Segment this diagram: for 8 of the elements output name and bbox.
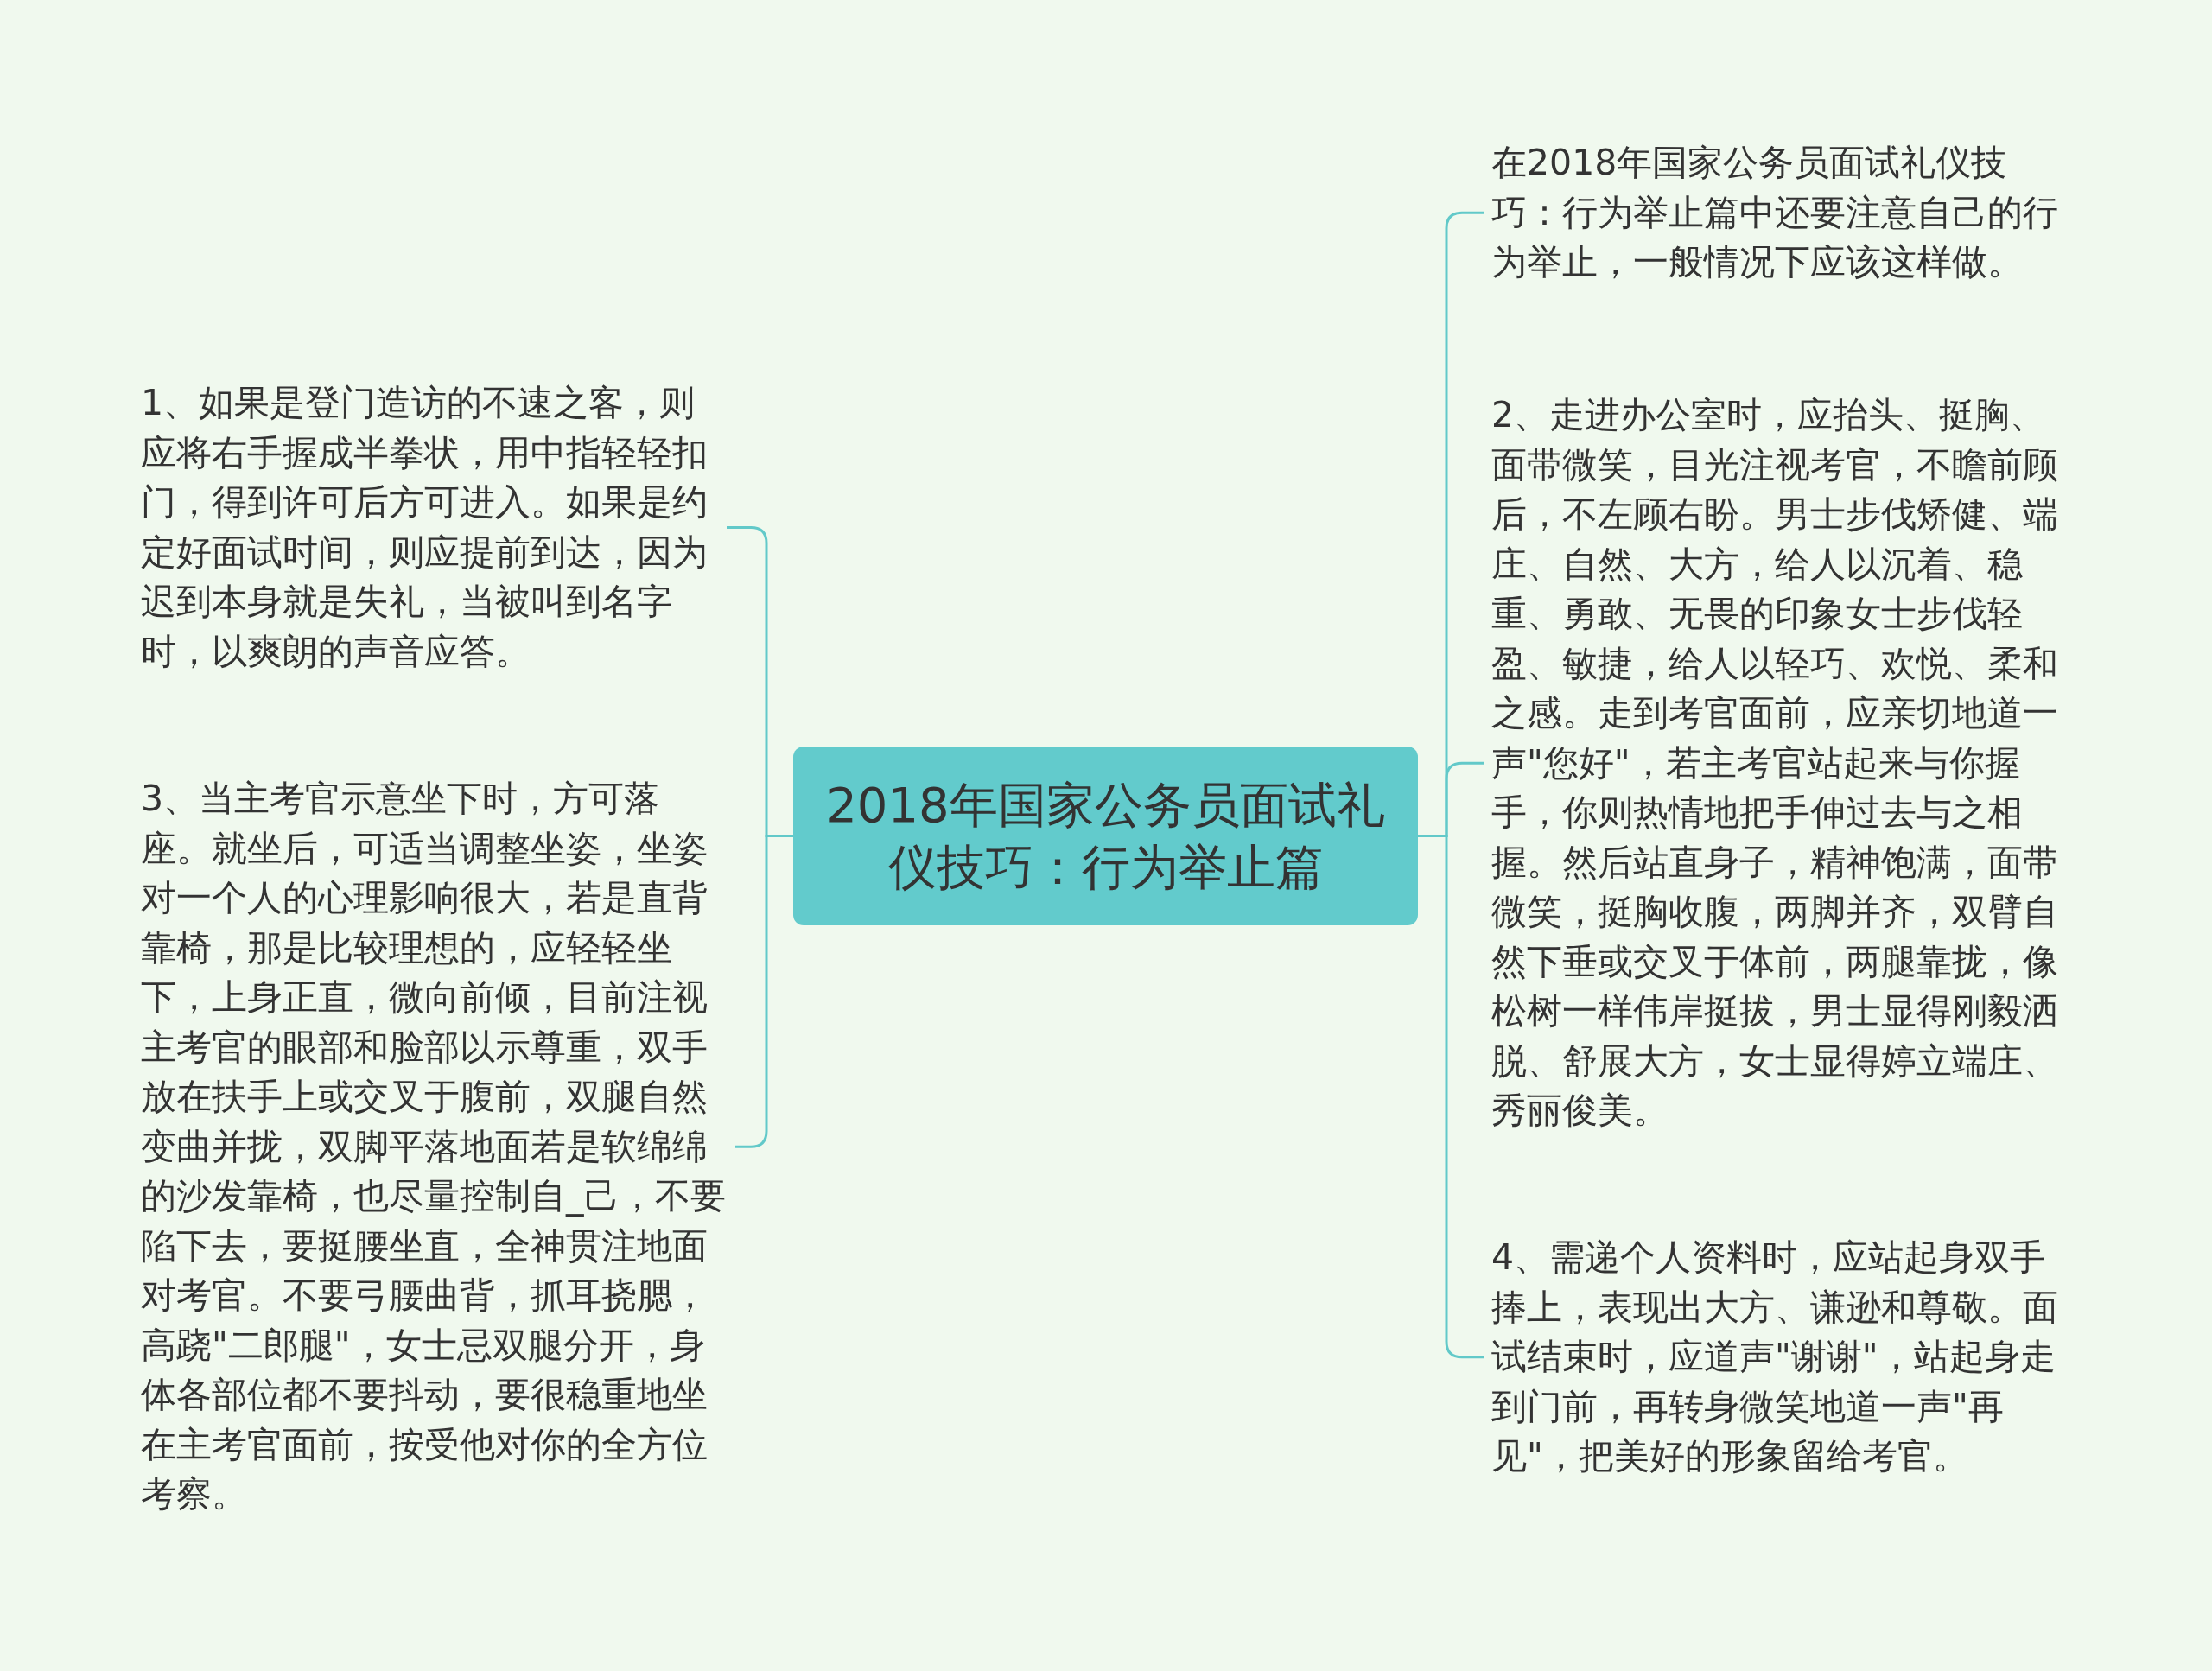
branch-text: 2、走进办公室时，应抬头、挺胸、面带微笑，目光注视考官，不瞻前顾后，不左顾右盼。男士步伐矫健、端庄、自然、大方，给人以沉着、稳重、勇敢、无畏的印象女士步伐轻盈、敏捷，给人以轻巧、欢悦、柔和之感。走到考官面前，应亲切地道一声"您好"，若主考官站起来与你握手，你则热情地把手伸过去与之相握。然后站直身子，精神饱满，面带微笑，挺胸收腹，两脚并齐，双臂自然下垂或交叉于体前，两腿靠拢，像松树一样伟岸挺拔，男士显得刚毅洒脱、舒展大方，女士显得婷立端庄、秀丽俊美。: [1491, 393, 2059, 1133]
branch-text: 4、需递个人资料时，应站起身双手捧上，表现出大方、谦逊和尊敬。面试结束时，应道声"谢谢"，站起身走到门前，再转身微笑地道一声"再见"，把美好的形象留给考官。: [1491, 1236, 2059, 1478]
branch-text: 3、当主考官示意坐下时，方可落座。就坐后，可适当调整坐姿，坐姿对一个人的心理影响很大，若是直背靠椅，那是比较理想的，应轻轻坐下，上身正直，微向前倾，目前注视主考官的眼部和脸部以示尊重，双手放在扶手上或交叉于腹前，双腿自然变曲并拢，双脚平落地面若是软绵绵的沙发靠椅，也尽量控制自_己，不要陷下去，要挺腰坐直，全神贯注地面对考官。不要弓腰曲背，抓耳挠腮，高跷"二郎腿"，女士忌双腿分开，身体各部位都不要抖动，要很稳重地坐在主考官面前，按受他对你的全方位考察。: [141, 777, 727, 1516]
branch-text: 1、如果是登门造访的不速之客，则应将右手握成半拳状，用中指轻轻扣门，得到许可后方可进入。如果是约定好面试时间，则应提前到达，因为迟到本身就是失礼，当被叫到名字时，以爽朗的声音应答。: [141, 381, 709, 674]
topic-title: 2018年国家公务员面试礼仪技巧：行为举止篇: [825, 775, 1386, 897]
branch-text: 在2018年国家公务员面试礼仪技巧：行为举止篇中还要注意自己的行为举止，一般情况下应该这样做。: [1491, 141, 2059, 284]
connector-line: [735, 835, 793, 1148]
central-topic-box: [793, 747, 1418, 925]
